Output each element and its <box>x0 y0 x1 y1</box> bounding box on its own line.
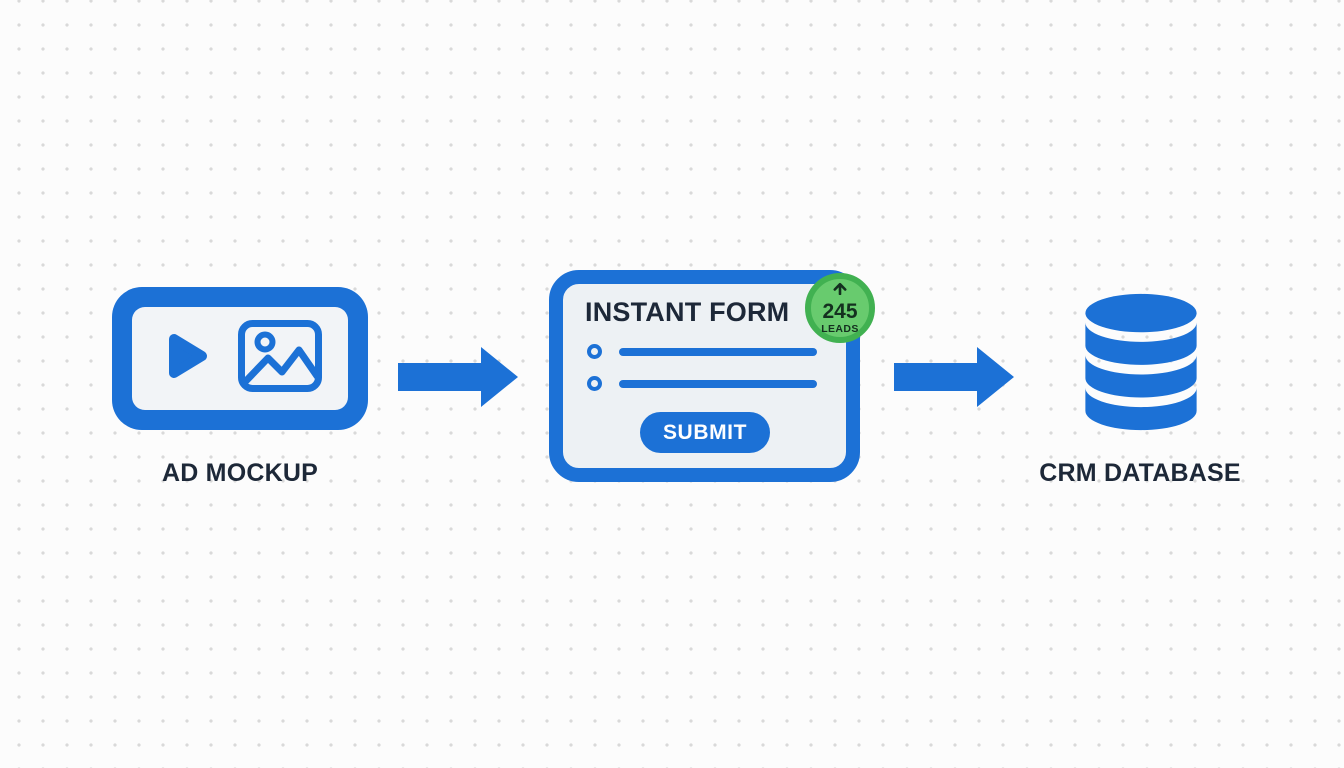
form-field-row <box>587 344 817 359</box>
field-line <box>619 347 817 356</box>
leads-count: 245 <box>822 299 858 323</box>
instant-form-card: INSTANT FORM SUBMIT <box>549 270 860 482</box>
arrow-up-icon <box>832 282 848 300</box>
crm-database-label: CRM DATABASE <box>1039 459 1241 487</box>
field-line <box>619 379 817 388</box>
image-icon <box>238 320 322 397</box>
play-icon <box>168 332 208 385</box>
field-bullet-icon <box>587 376 602 391</box>
ad-mockup-card <box>112 287 368 430</box>
arrow-right-icon <box>894 345 1016 409</box>
database-icon <box>1082 292 1200 432</box>
field-bullet-icon <box>587 344 602 359</box>
form-field-row <box>587 376 817 391</box>
leads-unit: LEADS <box>821 322 859 335</box>
leads-count-badge: 245 LEADS <box>805 273 875 343</box>
arrow-right-icon <box>398 345 520 409</box>
submit-button-graphic: SUBMIT <box>640 412 770 453</box>
ad-mockup-label: AD MOCKUP <box>162 459 318 487</box>
ad-mockup-screen <box>132 307 348 410</box>
form-title: INSTANT FORM <box>585 297 790 327</box>
